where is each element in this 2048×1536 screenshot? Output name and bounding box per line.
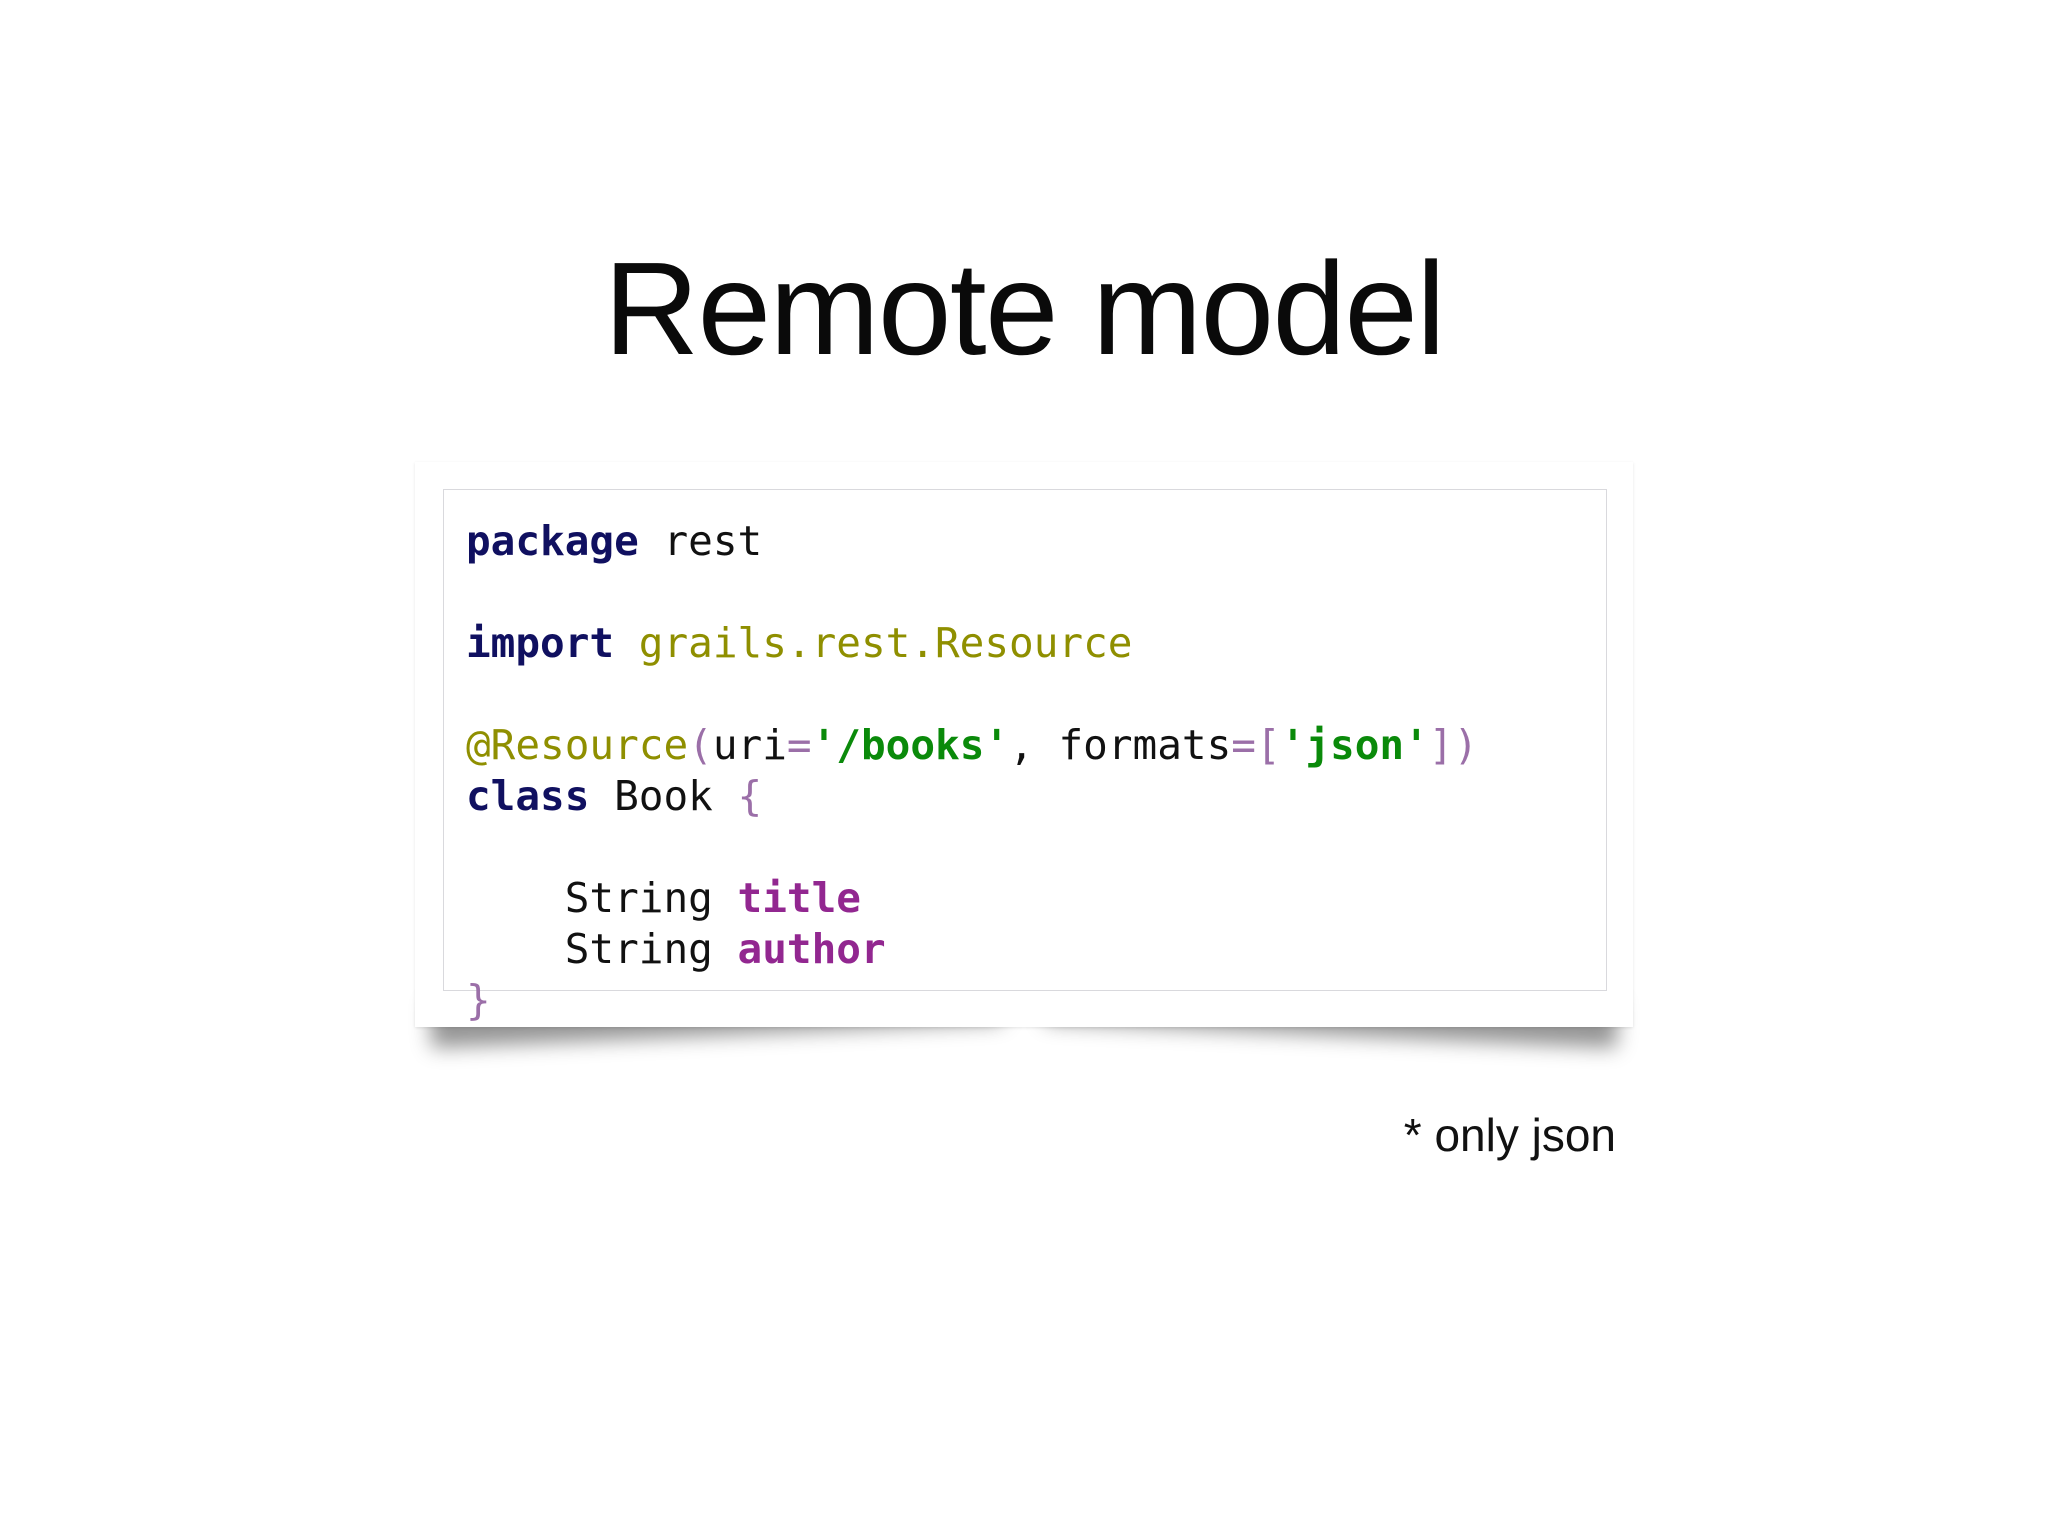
code-token-keyword-package: package bbox=[466, 517, 639, 565]
code-token-left-bracket: [ bbox=[1255, 721, 1281, 769]
code-token-right-bracket: ] bbox=[1428, 721, 1454, 769]
code-token-keyword-import: import bbox=[466, 619, 615, 667]
code-token-right-brace: } bbox=[466, 976, 491, 1024]
code-card: package rest import grails.rest.Resource… bbox=[415, 462, 1633, 1027]
footnote-only-json: * only json bbox=[1403, 1109, 1616, 1161]
code-token-uri-key: uri bbox=[712, 721, 787, 769]
code-token-package-name: rest bbox=[638, 517, 763, 565]
code-token-annotation: @Resource bbox=[466, 721, 689, 769]
code-token-json-value: 'json' bbox=[1280, 721, 1429, 769]
code-block-container: package rest import grails.rest.Resource… bbox=[443, 489, 1607, 1024]
code-token-type-title: String bbox=[466, 874, 738, 922]
code-token-open-paren: ( bbox=[688, 721, 713, 769]
code-token-left-brace: { bbox=[737, 772, 763, 820]
code-token-class-name: Book bbox=[589, 772, 738, 820]
code-token-close-paren: ) bbox=[1453, 721, 1479, 769]
page-title: Remote model bbox=[603, 235, 1446, 383]
code-token-formats-key: formats bbox=[1058, 721, 1232, 769]
code-token-field-author: author bbox=[737, 925, 886, 973]
code-token-uri-value: '/books' bbox=[811, 721, 1010, 769]
code-token-keyword-class: class bbox=[466, 772, 590, 820]
code-token-field-title: title bbox=[737, 874, 861, 922]
code-token-comma: , bbox=[1009, 721, 1059, 769]
code-token-import-path: grails.rest.Resource bbox=[614, 619, 1133, 667]
code-card-shadow-wrapper: package rest import grails.rest.Resource… bbox=[415, 462, 1633, 1027]
code-block: package rest import grails.rest.Resource… bbox=[466, 516, 1584, 1026]
code-token-equals-uri: = bbox=[786, 721, 812, 769]
code-token-equals-formats: = bbox=[1231, 721, 1256, 769]
code-token-type-author: String bbox=[466, 925, 738, 973]
